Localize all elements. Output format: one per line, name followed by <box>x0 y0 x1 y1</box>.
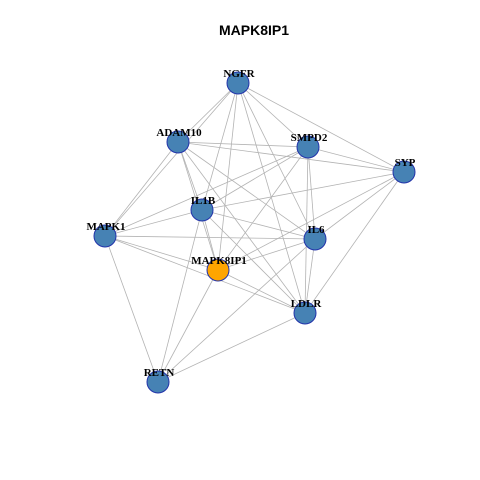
node-label-ldlr: LDLR <box>291 298 323 310</box>
node-mapk8ip1 <box>206 258 230 282</box>
edge-ngfr-mapk1 <box>104 82 239 237</box>
edge-adam10-il6 <box>177 141 316 240</box>
node-smpd2 <box>296 135 320 159</box>
edge-il1b-il6 <box>201 209 316 240</box>
edge-syp-mapk8ip1 <box>217 171 405 271</box>
node-mapk1 <box>93 224 117 248</box>
edge-adam10-mapk1 <box>104 141 179 237</box>
node-il6 <box>303 227 327 251</box>
edge-il1b-mapk1 <box>104 209 203 237</box>
edge-smpd2-syp <box>307 146 405 173</box>
edge-il6-retn <box>157 238 316 383</box>
node-ngfr <box>226 71 250 95</box>
edge-mapk8ip1-retn <box>157 269 219 383</box>
edge-il6-ldlr <box>304 238 316 314</box>
edge-ngfr-smpd2 <box>237 82 309 148</box>
node-label-syp: SYP <box>395 157 416 169</box>
node-label-il1b: IL1B <box>191 195 216 207</box>
edge-smpd2-mapk1 <box>104 146 309 237</box>
edge-syp-il1b <box>201 171 405 211</box>
node-syp <box>392 160 416 184</box>
node-label-mapk8ip1: MAPK8IP1 <box>191 255 247 267</box>
edge-mapk1-retn <box>104 235 159 383</box>
edge-mapk1-il6 <box>104 235 316 240</box>
edge-adam10-ldlr <box>177 141 306 314</box>
edge-ngfr-mapk8ip1 <box>217 82 239 271</box>
node-label-adam10: ADAM10 <box>156 127 202 139</box>
edge-smpd2-ldlr <box>304 146 309 314</box>
node-label-il6: IL6 <box>307 224 325 236</box>
edge-syp-ldlr <box>304 171 405 314</box>
node-il1b <box>190 198 214 222</box>
node-adam10 <box>166 130 190 154</box>
edge-adam10-il1b <box>177 141 203 211</box>
edge-ldlr-retn <box>157 312 306 383</box>
edges-layer <box>104 82 405 383</box>
edge-mapk1-ldlr <box>104 235 306 314</box>
node-label-smpd2: SMPD2 <box>291 132 328 144</box>
nodes-layer <box>93 71 416 394</box>
edge-ldlr-mapk8ip1 <box>217 269 306 314</box>
edge-smpd2-il1b <box>201 146 309 211</box>
node-label-retn: RETN <box>144 367 175 379</box>
node-label-mapk1: MAPK1 <box>86 221 125 233</box>
node-ldlr <box>293 301 317 325</box>
edge-smpd2-il6 <box>307 146 316 240</box>
edge-ngfr-il1b <box>201 82 239 211</box>
edge-ngfr-syp <box>237 82 405 173</box>
edge-il1b-ldlr <box>201 209 306 314</box>
graph-title: MAPK8IP1 <box>219 22 289 38</box>
edge-smpd2-mapk8ip1 <box>217 146 309 271</box>
edge-il1b-retn <box>157 209 203 383</box>
edge-adam10-smpd2 <box>177 141 309 148</box>
node-label-ngfr: NGFR <box>223 68 255 80</box>
edge-mapk1-mapk8ip1 <box>104 235 219 271</box>
edge-ngfr-adam10 <box>177 82 239 143</box>
edge-il6-mapk8ip1 <box>217 238 316 271</box>
edge-ngfr-ldlr <box>237 82 306 314</box>
edge-syp-il6 <box>314 171 405 240</box>
node-retn <box>146 370 170 394</box>
